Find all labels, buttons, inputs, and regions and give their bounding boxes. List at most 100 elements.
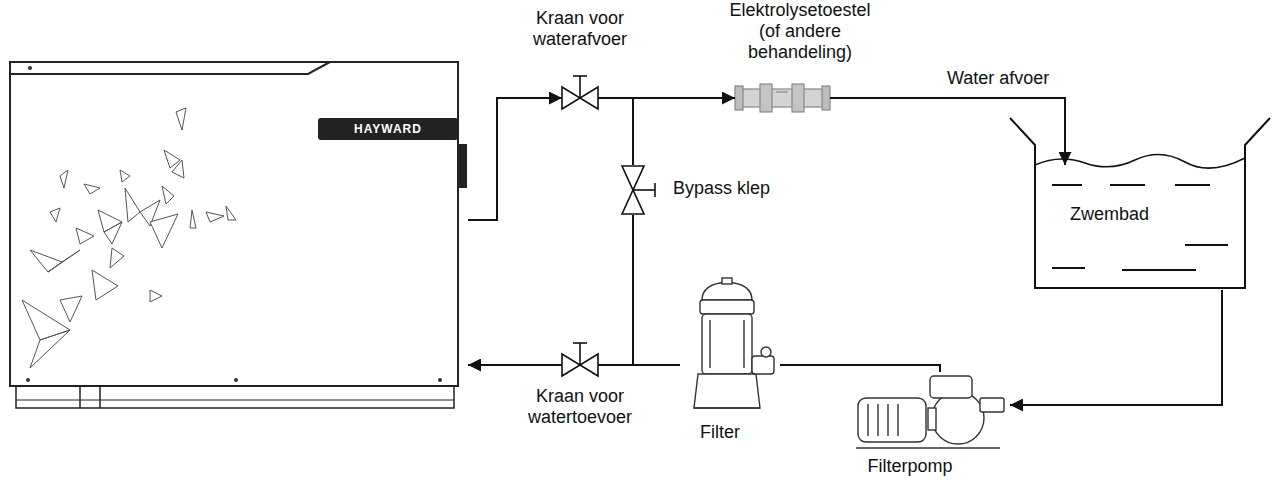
motor-fin [887, 404, 888, 436]
pipe-label: Water afvoer [945, 68, 1051, 90]
water-dash [1110, 184, 1145, 186]
pump-coupling [928, 408, 936, 430]
motor-fin [867, 404, 868, 436]
filter-rib [743, 320, 744, 368]
valve-handle [573, 342, 587, 344]
housing-outline [10, 62, 458, 386]
connection-anchor [621, 165, 645, 215]
filter-rib [709, 320, 710, 368]
bird [150, 290, 162, 302]
bird [30, 250, 80, 272]
device-collar [760, 84, 772, 112]
node-label: Filter [680, 422, 760, 443]
device-body [741, 89, 824, 107]
bird [50, 208, 60, 222]
connection-anchor [735, 86, 830, 110]
housing-top-panel [10, 62, 330, 74]
bird [98, 210, 122, 244]
screw [438, 378, 442, 382]
valve-stem [579, 76, 581, 98]
node-label: Filterpomp [850, 456, 970, 477]
node-label: Kraan voor waterafvoer [515, 8, 645, 50]
connection-anchor [680, 278, 780, 418]
pipe-connector [458, 145, 466, 187]
pump-motor [858, 398, 926, 442]
bird [120, 170, 130, 182]
motor-fin [877, 404, 878, 436]
device-detail [776, 91, 788, 92]
node-label: Elektrolysetoestel (of andere behandelin… [720, 0, 880, 64]
base-foot [99, 386, 101, 408]
screw [26, 378, 30, 382]
bypass-valve-symbol [622, 166, 655, 214]
filter-body [702, 314, 752, 374]
pump-strainer [930, 376, 972, 398]
device-collar [792, 84, 804, 112]
pool-outline [1010, 118, 1270, 288]
filter-clamp [700, 300, 754, 314]
water-dash [1175, 184, 1210, 186]
bird [22, 300, 70, 368]
pump-housing [932, 392, 984, 444]
screw [28, 66, 32, 70]
water-pipe [1010, 290, 1222, 405]
bird [84, 184, 100, 194]
node-label: Bypass klep [673, 178, 813, 199]
supply-valve: Kraan voor watertoevoer [515, 338, 645, 438]
bird [92, 270, 118, 300]
heat-pump: HAYWARD [8, 58, 468, 410]
filter-foot [694, 407, 760, 408]
water-pipe [780, 365, 940, 372]
decor-birds [22, 108, 236, 368]
node-label: Zwembad [1070, 204, 1180, 225]
pool-basin [1010, 118, 1270, 288]
bird [190, 206, 236, 228]
bird [164, 150, 184, 178]
base-foot [79, 386, 81, 408]
water-dash [1052, 267, 1085, 269]
bird [176, 108, 186, 130]
filter-vent [722, 278, 732, 284]
supply-valve-symbol [562, 343, 598, 376]
water-pipe [633, 98, 735, 165]
pool: Zwembad [1008, 118, 1273, 290]
bird [76, 228, 94, 244]
screw [234, 378, 238, 382]
device-end [822, 86, 830, 110]
filter-illustration [694, 278, 774, 408]
motor-fin [897, 404, 898, 436]
heat-pump-housing [10, 62, 466, 408]
water-dashes [1052, 185, 1228, 270]
housing-base [16, 386, 454, 408]
pump-inlet [980, 398, 1004, 412]
bird [150, 214, 178, 248]
water-pipe [468, 98, 562, 220]
connection-anchor [850, 372, 1010, 452]
pump-illustration [856, 376, 1004, 448]
connection-anchor [562, 354, 598, 376]
water-pipe [633, 215, 680, 365]
water-pipe [830, 98, 1065, 165]
electrolysis-device [735, 84, 830, 112]
electrolysis-unit: Elektrolysetoestel (of andere behandelin… [700, 0, 900, 114]
filter-pump: Filterpomp [850, 372, 1010, 484]
drain-valve-symbol [562, 76, 598, 109]
water-dash [1052, 184, 1082, 186]
filter-lid [702, 282, 752, 300]
water-dash [1185, 244, 1228, 246]
valve-handle [573, 75, 587, 77]
water-pipe [468, 364, 562, 366]
bird [110, 248, 124, 268]
drain-valve: Kraan voor waterafvoer [515, 8, 645, 112]
bypass-valve: Bypass klep [615, 165, 815, 215]
housing-screws [26, 66, 442, 382]
bird [60, 296, 82, 322]
water-dash [1122, 269, 1196, 271]
water-surface [1035, 154, 1245, 168]
filter-gauge [761, 347, 771, 357]
node-label: Kraan voor watertoevoer [515, 386, 645, 428]
base-line [16, 400, 454, 401]
